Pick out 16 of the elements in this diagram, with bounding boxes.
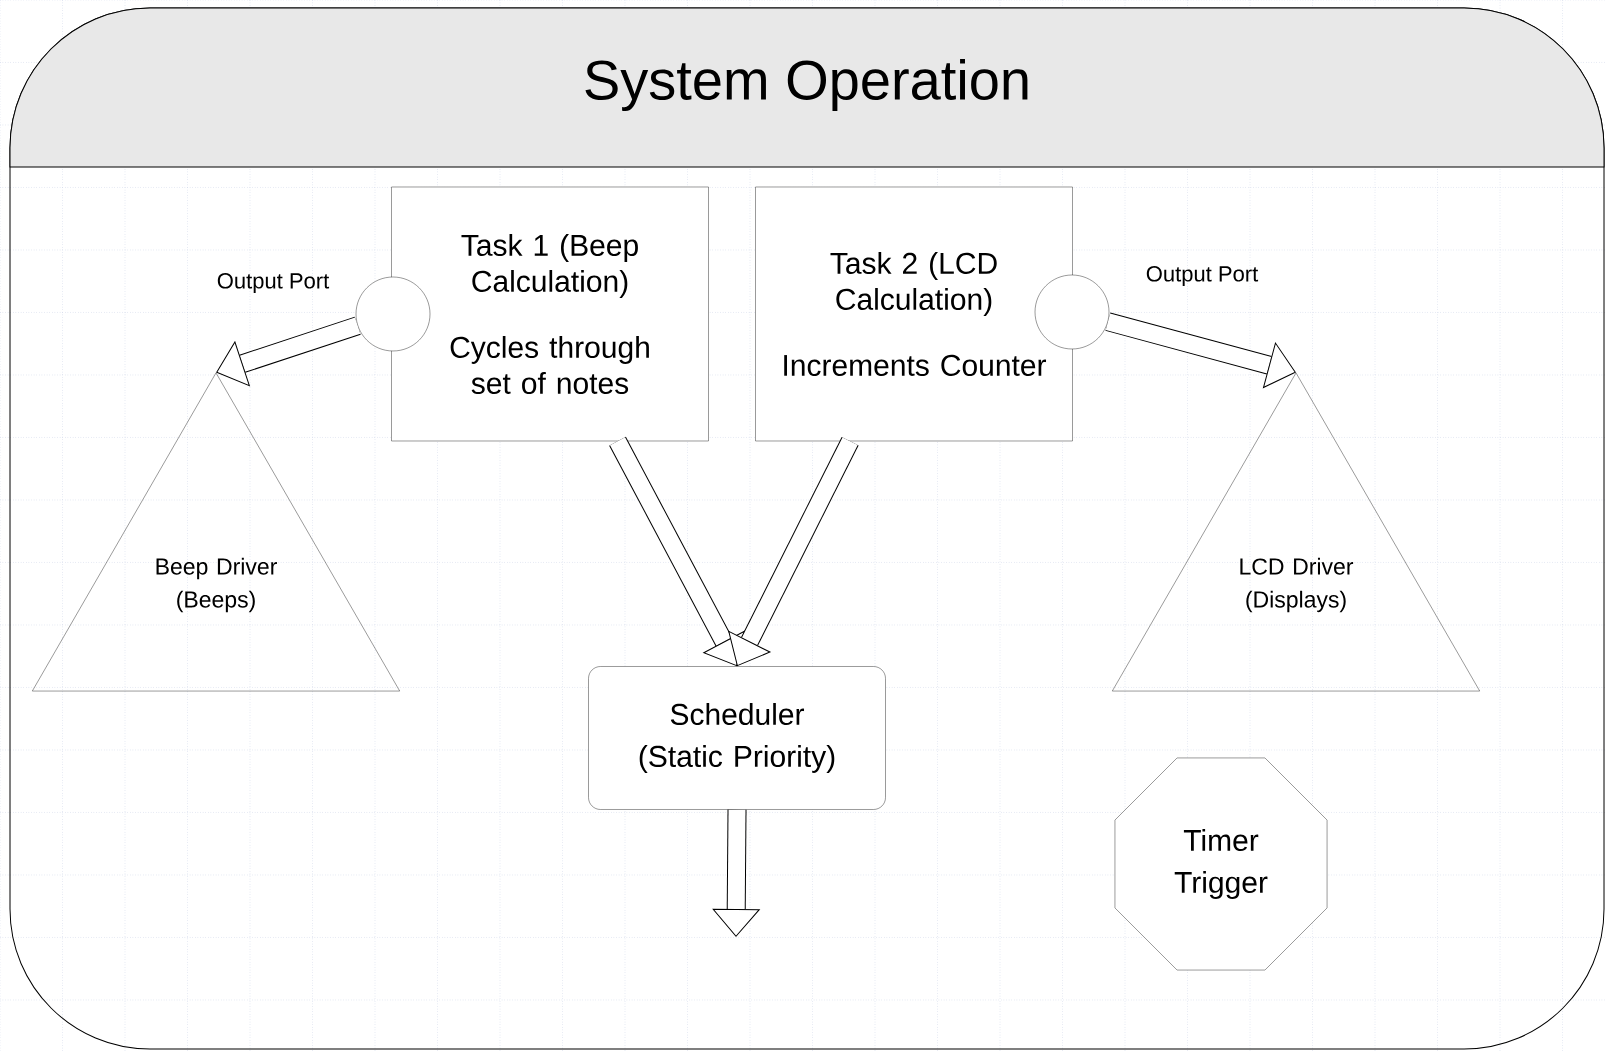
- port-label: Output Port: [217, 273, 330, 293]
- driver-triangle: LCD Driver (Displays): [1112, 372, 1480, 692]
- title: System Operation: [585, 58, 1028, 112]
- timer-octagon: Timer Trigger: [1114, 757, 1328, 971]
- scheduler-box: Scheduler (Static Priority): [588, 666, 886, 810]
- block-arrow: [712, 809, 760, 937]
- port-label: Output Port: [1146, 266, 1259, 286]
- task-box: Task 1 (Beep Calculation) Cycles through set of notes: [391, 186, 709, 442]
- block-arrow: [1105, 312, 1296, 388]
- block-arrow: [728, 436, 859, 667]
- task-box: Task 2 (LCD Calculation) Increments Counter: [755, 186, 1073, 442]
- block-arrow: [216, 316, 361, 387]
- port-circle: [355, 276, 431, 352]
- port-circle: [1034, 274, 1110, 350]
- driver-triangle: Beep Driver (Beeps): [32, 372, 400, 692]
- block-arrow: [609, 436, 745, 667]
